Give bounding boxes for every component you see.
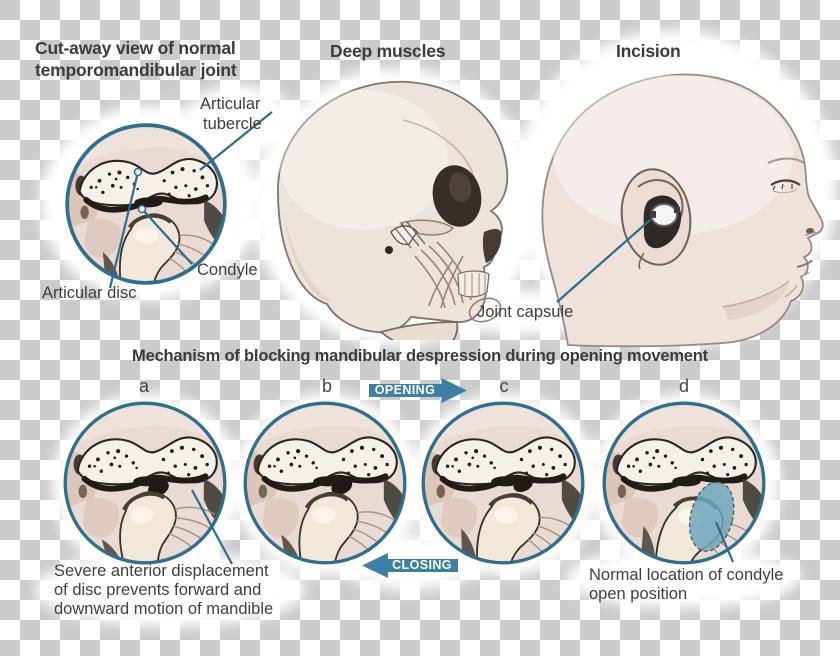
caption-left-line3: downward motion of mandible	[54, 600, 274, 618]
articular-tubercle-label-line2: tubercle	[203, 115, 262, 133]
caption-left-line2: of disc prevents forward and	[54, 581, 262, 599]
face-illustration	[541, 73, 824, 348]
cutaway-title-line2: temporomandibular joint	[35, 60, 237, 80]
opening-arrow-label: OPENING	[374, 383, 436, 397]
skull-illustration	[277, 80, 509, 340]
joint-capsule-label: Joint capsule	[477, 303, 574, 321]
stage-letter-c: c	[499, 376, 509, 396]
tmj-stage-c-illustration	[421, 401, 585, 565]
matte-caption-left	[35, 552, 305, 627]
stage-letter-d: d	[678, 376, 689, 396]
tmj-stage-d-illustration	[602, 401, 766, 565]
cutaway-title-line1: Cut-away view of normal	[35, 38, 236, 58]
stage-letter-b: b	[321, 376, 332, 396]
mechanism-title: Mechanism of blocking mandibular despres…	[132, 347, 708, 365]
tmj-cutaway-illustration	[65, 123, 227, 285]
caption-left-line1: Severe anterior displacement	[54, 562, 269, 580]
articular-tubercle-label-line1: Articular	[200, 95, 261, 113]
caption-right-line2: open position	[589, 585, 688, 603]
condyle-label: Condyle	[197, 261, 258, 279]
incision-title: Incision	[616, 41, 681, 61]
tmj-stage-b-illustration	[243, 401, 407, 565]
tmj-stage-a-illustration	[63, 401, 227, 565]
deep-muscles-title: Deep muscles	[330, 41, 446, 61]
stage-letter-a: a	[138, 376, 149, 396]
caption-right-line1: Normal location of condyle	[589, 566, 784, 584]
articular-disc-label: Articular disc	[42, 284, 137, 302]
closing-arrow-label: CLOSING	[392, 558, 452, 572]
